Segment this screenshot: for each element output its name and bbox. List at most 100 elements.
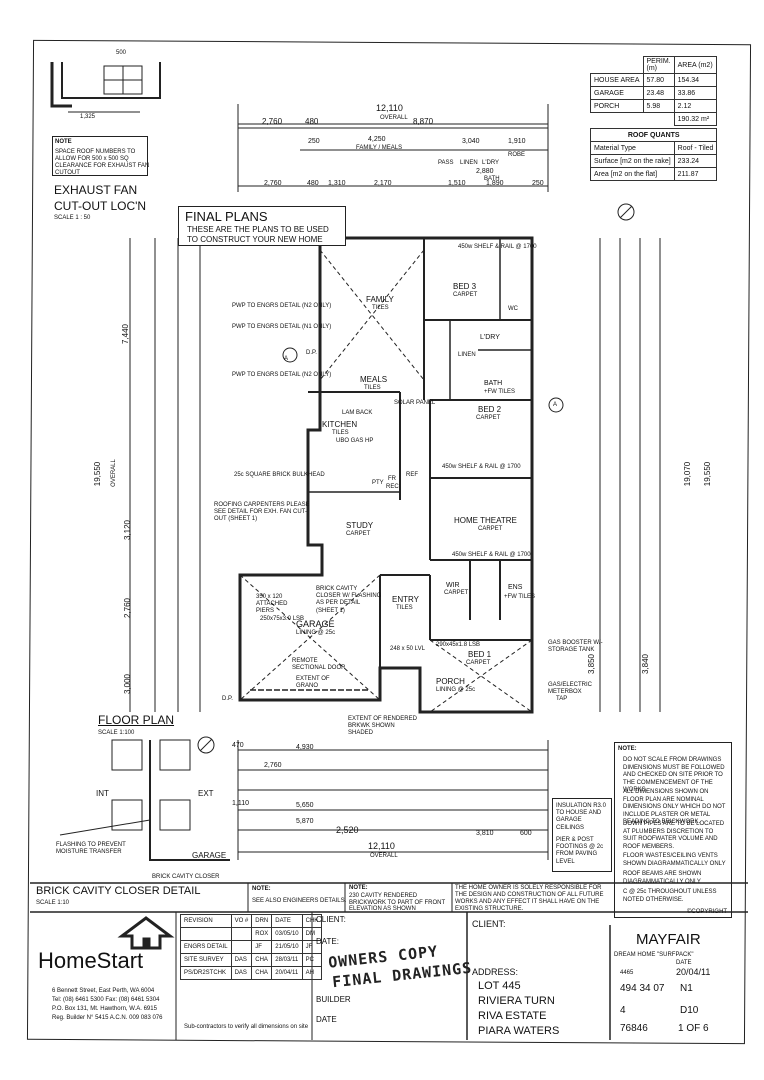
model-number: 4465 [620, 970, 634, 976]
dim: 1,510 [448, 180, 466, 187]
room-finish: +FW TILES [504, 594, 536, 600]
annotation: 290x45x1.8 LSB [436, 642, 481, 648]
room-finish: CARPET [444, 590, 469, 596]
dim: 3,810 [476, 830, 494, 837]
room-bed1: BED 1 [468, 650, 492, 659]
room-finish: CARPET [476, 415, 501, 421]
dim: 2,760 [262, 117, 283, 126]
final-plans-text: TO CONSTRUCT YOUR NEW HOME [187, 235, 323, 244]
dim: 2,760 [264, 180, 282, 187]
room-finish: LINING @ 25c [296, 630, 336, 636]
dim-label: OVERALL [380, 115, 408, 121]
dim-label: BATH [484, 176, 500, 182]
annotation: 450w SHELF & RAIL @ 1700 [452, 552, 531, 558]
room-finish: TILES [364, 385, 381, 391]
annotation: SOLAR PANEL [394, 400, 436, 406]
dim: 470 [232, 742, 244, 749]
dim: 4,930 [296, 744, 314, 751]
dim: 3,840 [641, 653, 651, 675]
address-label: ADDRESS: [472, 967, 519, 977]
room-garage: GARAGE [296, 619, 335, 629]
annotation: EXTENT OF GRANO [296, 676, 330, 690]
room-finish: TILES [372, 305, 389, 311]
engineers-rating: D10 [680, 1005, 699, 1016]
final-plans-text: THESE ARE THE PLANS TO BE USED [187, 225, 329, 234]
annotation: LAM BACK [342, 410, 373, 416]
exhaust-title-2: CUT-OUT LOC'N [54, 199, 147, 213]
final-plans-title: FINAL PLANS [185, 209, 268, 224]
annotation: 450w SHELF & RAIL @ 1700 [458, 244, 537, 250]
signoff-label: DATE [316, 1015, 337, 1024]
company-logo: HomeStart [38, 948, 144, 973]
dim-label: PASS [438, 160, 454, 166]
dim: 1,310 [328, 180, 346, 187]
address-lot: LOT 445 [478, 980, 521, 992]
annotation: REC [386, 484, 399, 490]
room-finish: LINING @ 25c [436, 687, 476, 693]
address-estate: RIVA ESTATE [478, 1010, 547, 1022]
room-wc: WC [508, 306, 518, 312]
annotation: REMOTE SECTIONAL DOOR [292, 658, 346, 672]
note-item: FLOOR WASTES/CEILING VENTS SHOWN DIAGRAM… [623, 853, 726, 867]
drawing-date: 20/04/11 [676, 967, 711, 977]
dim: 3,000 [123, 673, 133, 695]
room-porch: PORCH [436, 677, 465, 686]
annotation: 25c SQUARE BRICK BULKHEAD [234, 472, 325, 478]
copyright: ©COPYRIGHT [687, 909, 728, 915]
room-kitchen: KITCHEN [322, 420, 358, 429]
detail-label: FLASHING TO PREVENT MOISTURE TRANSFER [56, 842, 126, 856]
signoff-label: CLIENT: [316, 915, 346, 924]
room-bath: BATH [484, 380, 503, 387]
annotation: D.P. [306, 350, 317, 356]
room-finish: CARPET [478, 526, 503, 532]
annotation: UBO GAS HP [336, 438, 374, 444]
note-title: NOTE: [252, 886, 271, 892]
dim-500: 500 [116, 50, 127, 56]
note-text: SEE ALSO ENGINEERS DETAILS. [252, 898, 347, 904]
dim: 3,040 [462, 138, 480, 145]
dim: 250 [308, 138, 320, 145]
exhaust-title: EXHAUST FAN [54, 183, 138, 197]
detail-scale: SCALE 1:10 [36, 900, 70, 906]
dim-overall-top: 12,110 [376, 103, 403, 113]
dim: 2,880 [476, 168, 494, 175]
annotation: PTY [372, 480, 384, 486]
annotation: 350 x 120 ATTACHED PIERS [256, 594, 288, 615]
dim: 1,890 [486, 180, 504, 187]
design-name: MAYFAIR [636, 931, 701, 948]
sheet-count: 1 OF 6 [678, 1023, 709, 1034]
annotation: TAP [556, 696, 568, 702]
room-laundry: L'DRY [480, 334, 500, 341]
dim: 4,250 [368, 136, 386, 143]
room-wir: WIR [446, 582, 460, 589]
dim: 19,550 [93, 461, 103, 487]
roof-note: NOTE SPACE ROOF NUMBERS TO ALLOW FOR 500… [52, 136, 149, 176]
address-street: RIVIERA TURN [478, 995, 555, 1007]
dim: 19,070 [683, 461, 693, 487]
dim-label: LINEN [460, 160, 478, 166]
section-a-label: A [284, 356, 289, 362]
dim: 480 [307, 180, 319, 187]
coastal-category: 4 [620, 1005, 626, 1016]
dim: 3,120 [123, 519, 133, 541]
room-family: FAMILY [366, 295, 394, 304]
floor-plan-title: FLOOR PLAN [98, 713, 175, 727]
annotation: PWP TO ENGRS DETAIL (N2 ONLY) [232, 303, 332, 309]
room-finish: TILES [396, 605, 413, 611]
company-address: Tel: (08) 6461 5300 Fax: (08) 6461 5304 [52, 997, 160, 1003]
annotation: BRICK CAVITY CLOSER W/ FLASHING AS PER D… [316, 586, 382, 614]
dim-label: OVERALL [110, 459, 117, 487]
floor-plan-scale: SCALE 1:100 [98, 730, 135, 736]
note-item: ROOF BEAMS ARE SHOWN DIAGRAMMATICALLY ON… [623, 871, 702, 885]
note-text: 230 CAVITY RENDERED BRICKWORK TO PART OF… [349, 893, 446, 913]
final-plans-box: FINAL PLANS THESE ARE THE PLANS TO BE US… [178, 206, 346, 246]
dim: 2,760 [123, 597, 133, 619]
detail-label: EXT [198, 789, 214, 798]
sheet-number: 76846 [620, 1023, 648, 1034]
detail-title: BRICK CAVITY CLOSER DETAIL [36, 885, 201, 897]
dim-label: FAMILY / MEALS [356, 145, 403, 151]
